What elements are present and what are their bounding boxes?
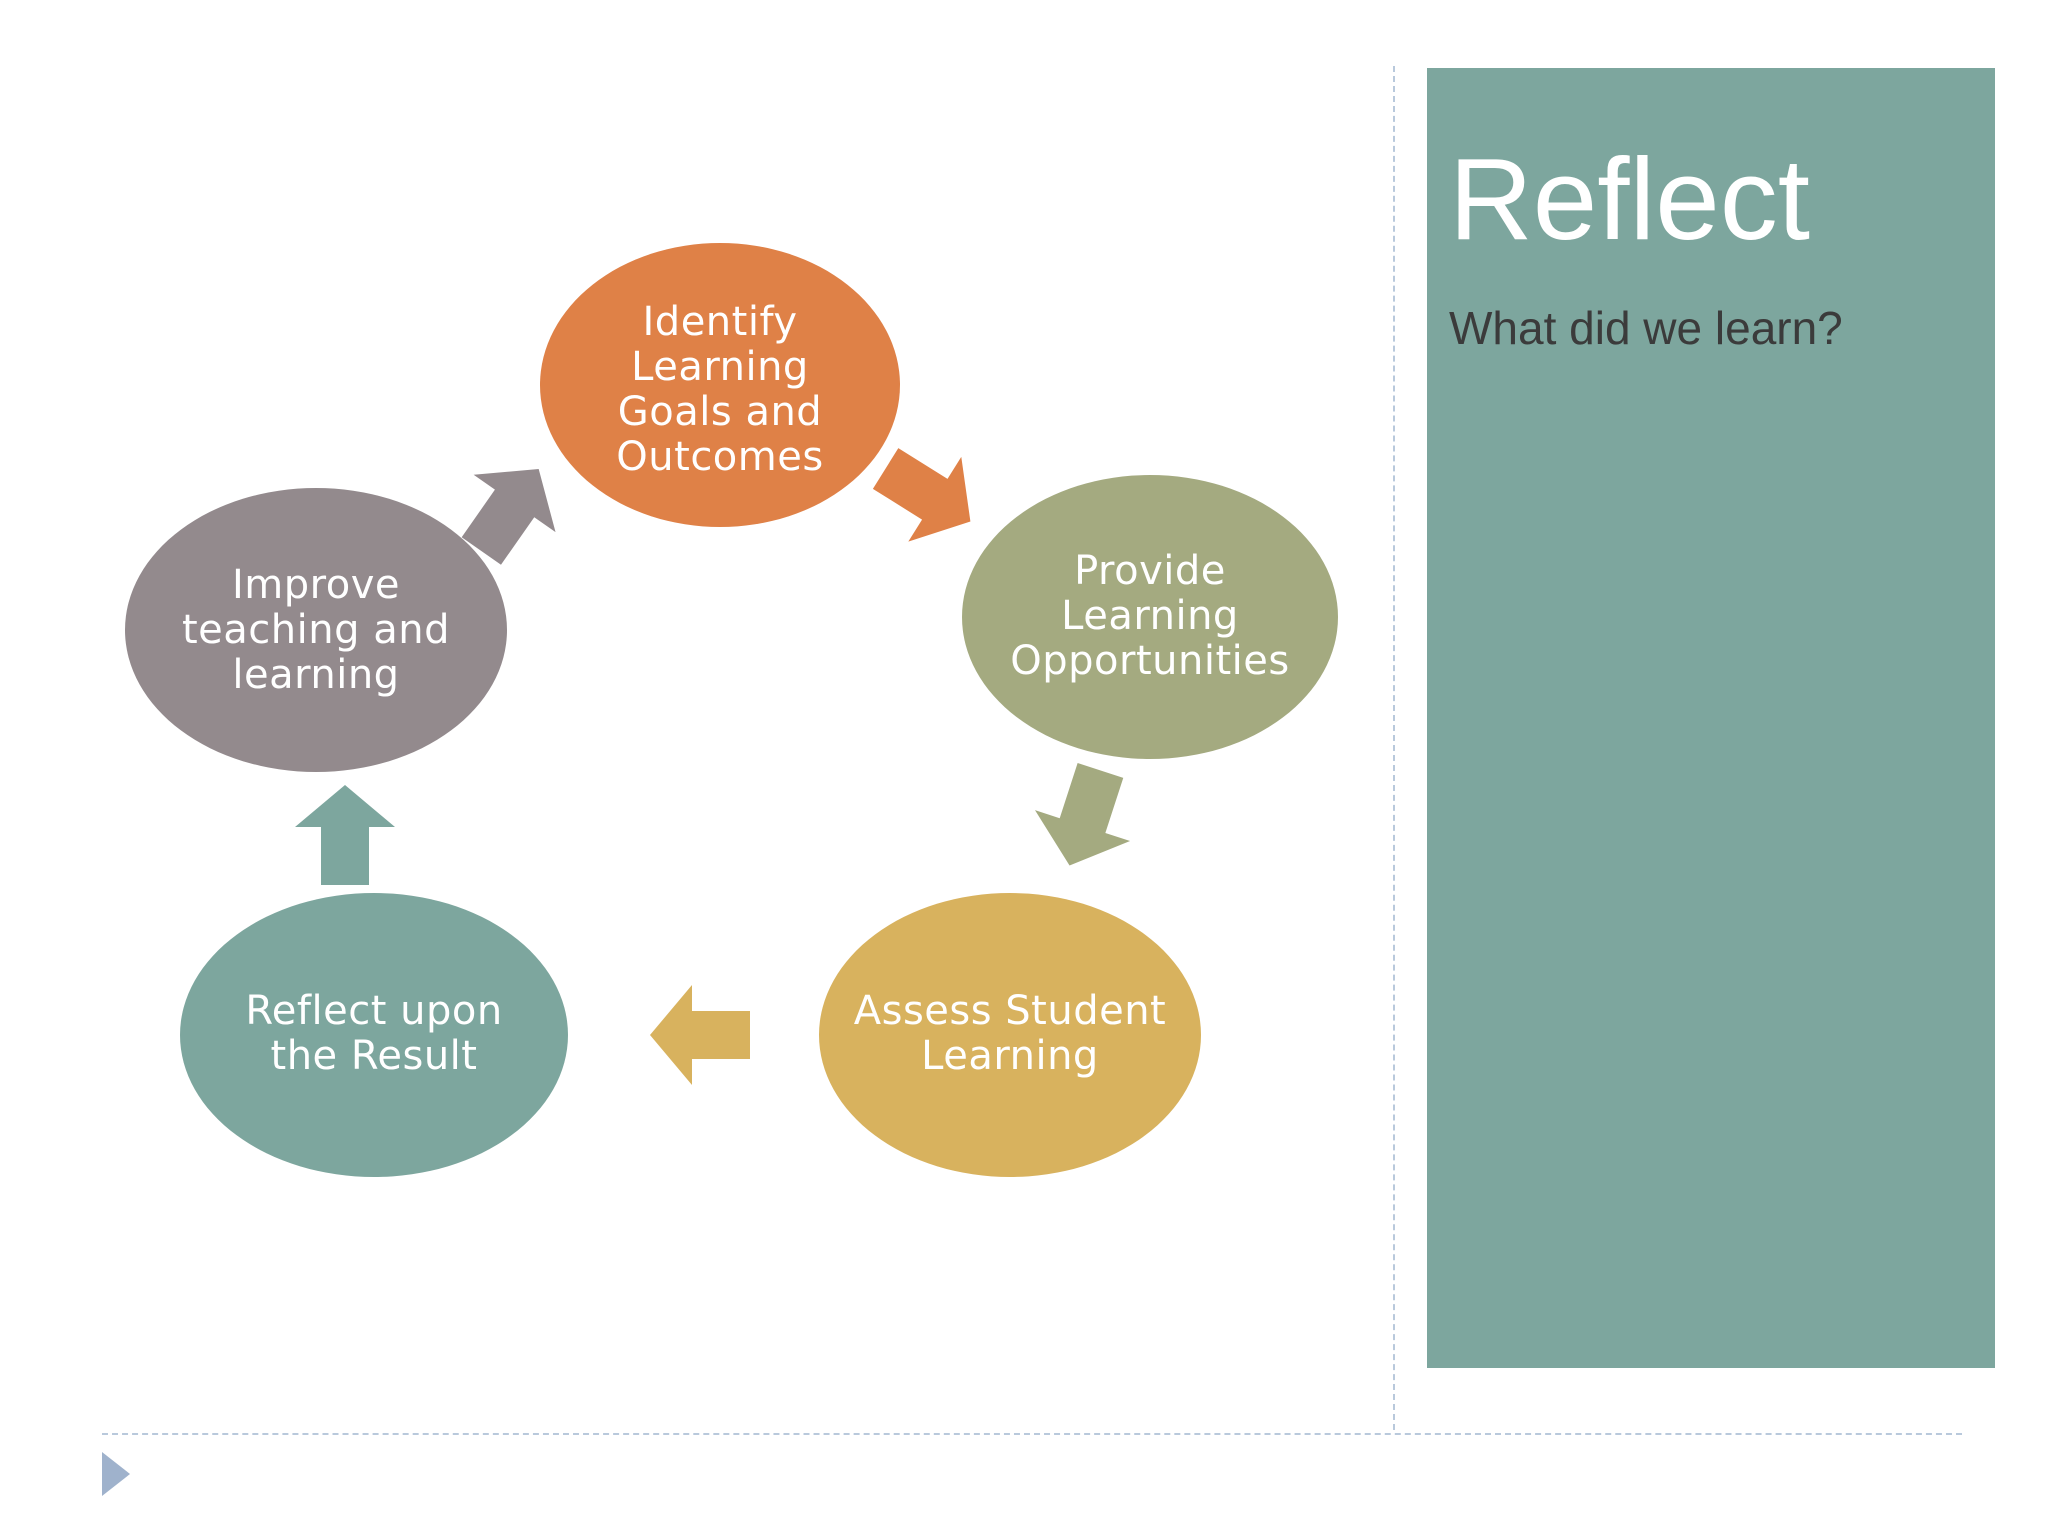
panel-subtitle: What did we learn? (1449, 302, 1843, 354)
arrow-provide-to-assess (1034, 763, 1131, 866)
node-ellipse-assess (819, 893, 1201, 1177)
arrow-assess-to-reflect (650, 985, 750, 1085)
cycle-diagram (125, 243, 1338, 1177)
horizontal-divider (102, 1433, 1962, 1435)
triangle-right-icon (102, 1452, 130, 1496)
arrow-improve-to-identify (461, 469, 556, 565)
node-ellipse-reflect (180, 893, 568, 1177)
node-label-identify: Identify Learning Goals and Outcomes (616, 299, 824, 480)
node-label-assess: Assess Student Learning (853, 988, 1167, 1079)
node-label-provide: Provide Learning Opportunities (1010, 547, 1290, 684)
vertical-divider (1393, 66, 1395, 1430)
node-ellipse-provide (962, 475, 1338, 759)
node-label-improve: Improve teaching and learning (182, 561, 450, 698)
side-panel: Reflect What did we learn? (1427, 68, 1995, 1368)
arrow-identify-to-provide (872, 448, 971, 542)
arrow-reflect-to-improve (295, 785, 395, 885)
node-label-reflect: Reflect upon the Result (245, 988, 503, 1079)
panel-title: Reflect (1449, 134, 1811, 264)
node-ellipse-improve (125, 488, 507, 772)
node-ellipse-identify (540, 243, 900, 527)
